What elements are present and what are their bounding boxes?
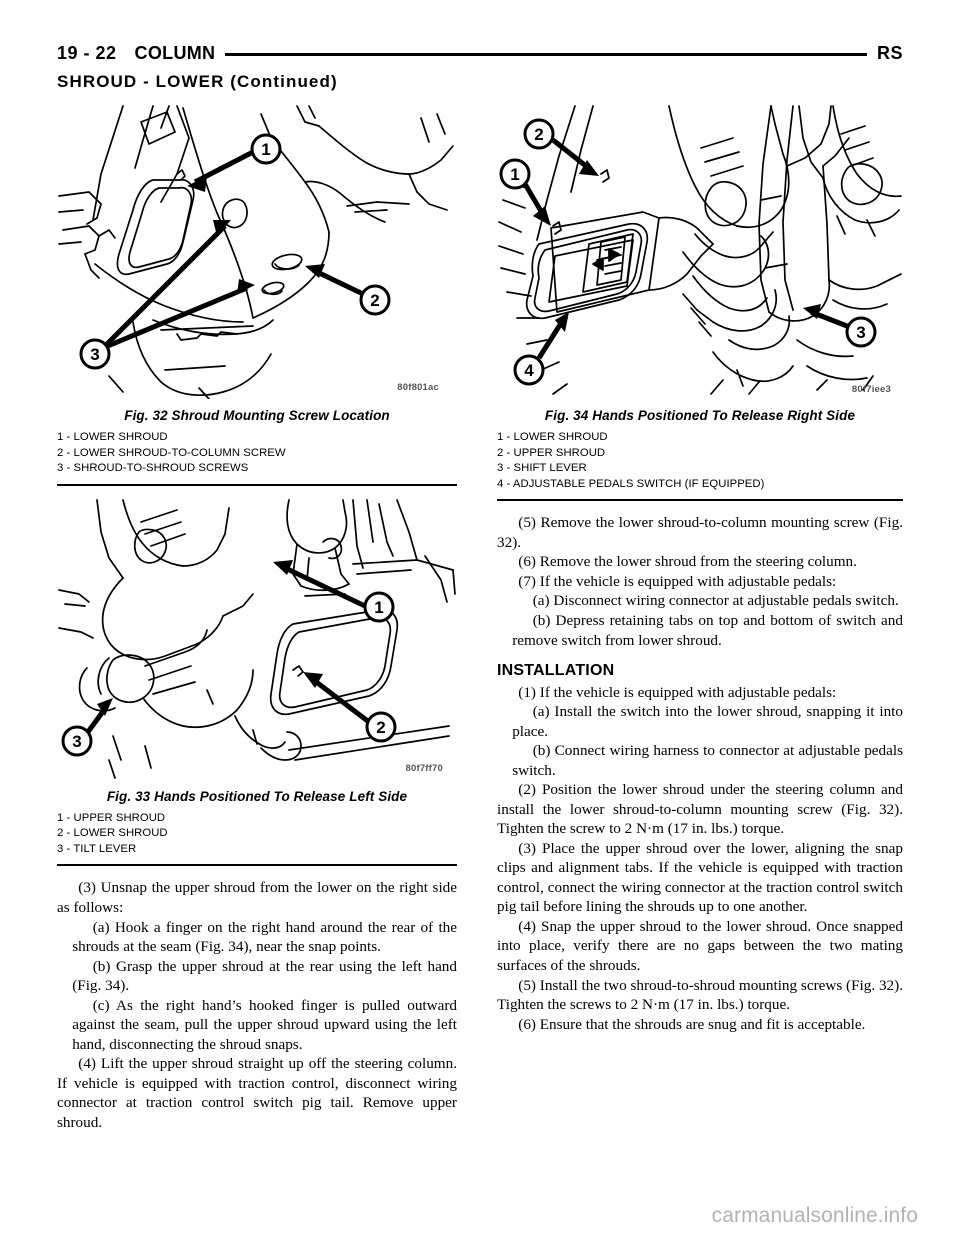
figure-33: 1 2 3 80f7ff70 <box>57 498 457 780</box>
paragraph: (a) Hook a finger on the right hand arou… <box>72 918 457 956</box>
paragraph: (6) Ensure that the shrouds are snug and… <box>518 1015 866 1033</box>
paragraph: (7) If the vehicle is equipped with adju… <box>518 572 837 590</box>
right-column: 2 1 3 4 80f7iee3 Fig. 34 Hands Positione… <box>497 104 903 1034</box>
svg-text:4: 4 <box>524 361 534 380</box>
paragraph: (3) Unsnap the upper shroud from the low… <box>57 879 457 916</box>
figure-34-caption: Fig. 34 Hands Positioned To Release Righ… <box>544 408 856 423</box>
svg-text:1: 1 <box>374 598 383 617</box>
figure-33-caption: Fig. 33 Hands Positioned To Release Left… <box>106 788 408 804</box>
legend-item: 1 - LOWER SHROUD <box>497 431 608 443</box>
svg-text:1: 1 <box>510 165 519 184</box>
callout-bubble-2: 2 <box>359 284 391 316</box>
figure-34: 2 1 3 4 80f7iee3 <box>497 104 903 399</box>
figure-32-code: 80f801ac <box>397 382 439 393</box>
callout-arrow-3 <box>803 304 848 329</box>
figure-32-divider <box>57 483 457 486</box>
book-code: RS <box>876 42 903 63</box>
paragraph: (5) Remove the lower shroud-to-column mo… <box>497 514 903 551</box>
callout-arrow-2 <box>303 671 371 724</box>
paragraph: (1) If the vehicle is equipped with adju… <box>518 683 837 701</box>
callout-arrow-1 <box>187 149 255 192</box>
paragraph: (6) Remove the lower shroud from the ste… <box>518 553 857 571</box>
svg-text:3: 3 <box>856 323 865 342</box>
page-number: 19 - 22 <box>57 42 117 63</box>
callout-arrow-1 <box>273 559 367 608</box>
paragraph: (c) As the right hand’s hooked finger is… <box>72 996 457 1053</box>
svg-text:2: 2 <box>370 291 379 310</box>
paragraph: (5) Install the two shroud-to-shroud mou… <box>497 976 903 1014</box>
figure-32-artwork: 1 2 3 <box>58 105 454 399</box>
callout-arrow-1 <box>522 182 551 226</box>
figure-32-caption: Fig. 32 Shroud Mounting Screw Location <box>124 408 390 423</box>
svg-text:3: 3 <box>90 345 99 364</box>
site-watermark: carmanualsonline.info <box>711 1204 918 1227</box>
legend-item: 2 - UPPER SHROUD <box>497 446 606 459</box>
callout-bubble-3: 3 <box>845 316 877 348</box>
callout-arrow-3 <box>82 697 113 738</box>
svg-text:2: 2 <box>376 718 385 737</box>
left-column: 1 2 3 80f801ac Fig. 32 Shroud Mounting S… <box>57 104 457 1132</box>
callout-bubble-3: 3 <box>79 338 111 370</box>
paragraph: (4) Lift the upper shroud straight up of… <box>57 1055 457 1131</box>
figure-34-divider <box>497 499 903 502</box>
legend-item: 3 - SHIFT LEVER <box>497 462 587 475</box>
callout-arrow-2 <box>551 138 599 176</box>
legend-item: 4 - ADJUSTABLE PEDALS SWITCH (IF EQUIPPE… <box>497 477 765 490</box>
paragraph: (2) Position the lower shroud under the … <box>497 781 903 838</box>
figure-34-artwork: 2 1 3 4 <box>498 105 902 395</box>
callout-bubble-4: 4 <box>513 354 545 386</box>
figure-34-legend: 1 - LOWER SHROUD 2 - UPPER SHROUD 3 - SH… <box>497 430 903 492</box>
callout-bubble-3: 3 <box>61 725 93 757</box>
figure-32: 1 2 3 80f801ac <box>57 104 457 399</box>
continued-title: SHROUD - LOWER (Continued) <box>57 72 338 91</box>
paragraph: (b) Connect wiring harness to connector … <box>512 742 903 779</box>
callout-arrow-2 <box>305 264 365 297</box>
callout-bubble-1: 1 <box>250 133 282 165</box>
paragraph: (b) Depress retaining tabs on top and bo… <box>512 611 903 649</box>
callout-bubble-1: 1 <box>363 591 395 623</box>
legend-item: 3 - TILT LEVER <box>57 842 137 855</box>
svg-text:3: 3 <box>72 732 81 751</box>
legend-item: 2 - LOWER SHROUD <box>57 827 168 840</box>
figure-33-code: 80f7ff70 <box>405 762 443 774</box>
svg-text:1: 1 <box>261 140 270 159</box>
callout-arrow-4 <box>536 312 569 360</box>
paragraph: (a) Disconnect wiring connector at adjus… <box>532 592 899 610</box>
legend-item: 2 - LOWER SHROUD-TO-COLUMN SCREW <box>57 446 286 459</box>
callout-arrow-3 <box>101 220 255 351</box>
header-rule <box>225 52 867 56</box>
page-header: 19 - 22 COLUMN RS <box>57 40 903 66</box>
paragraph: (a) Install the switch into the lower sh… <box>512 703 903 740</box>
legend-item: 1 - LOWER SHROUD <box>57 431 168 443</box>
installation-heading: INSTALLATION <box>497 662 615 680</box>
paragraph: (4) Snap the upper shroud to the lower s… <box>497 917 903 975</box>
figure-33-divider <box>57 864 457 867</box>
svg-text:2: 2 <box>534 125 543 144</box>
paragraph: (b) Grasp the upper shroud at the rear u… <box>72 957 457 995</box>
callout-bubble-2: 2 <box>365 711 397 743</box>
left-column-body: (3) Unsnap the upper shroud from the low… <box>57 878 457 1132</box>
paragraph: (3) Place the upper shroud over the lowe… <box>497 839 903 916</box>
callout-bubble-1: 1 <box>499 158 531 190</box>
figure-32-legend: 1 - LOWER SHROUD 2 - LOWER SHROUD-TO-COL… <box>57 430 457 477</box>
figure-33-legend: 1 - UPPER SHROUD 2 - LOWER SHROUD 3 - TI… <box>57 811 457 858</box>
section-title: COLUMN <box>134 42 216 63</box>
figure-33-artwork: 1 2 3 <box>58 498 456 779</box>
figure-34-code: 80f7iee3 <box>851 384 891 395</box>
right-column-body: (5) Remove the lower shroud-to-column mo… <box>497 513 903 1034</box>
legend-item: 1 - UPPER SHROUD <box>57 811 166 824</box>
callout-bubble-2: 2 <box>523 118 555 150</box>
legend-item: 3 - SHROUD-TO-SHROUD SCREWS <box>57 462 249 475</box>
